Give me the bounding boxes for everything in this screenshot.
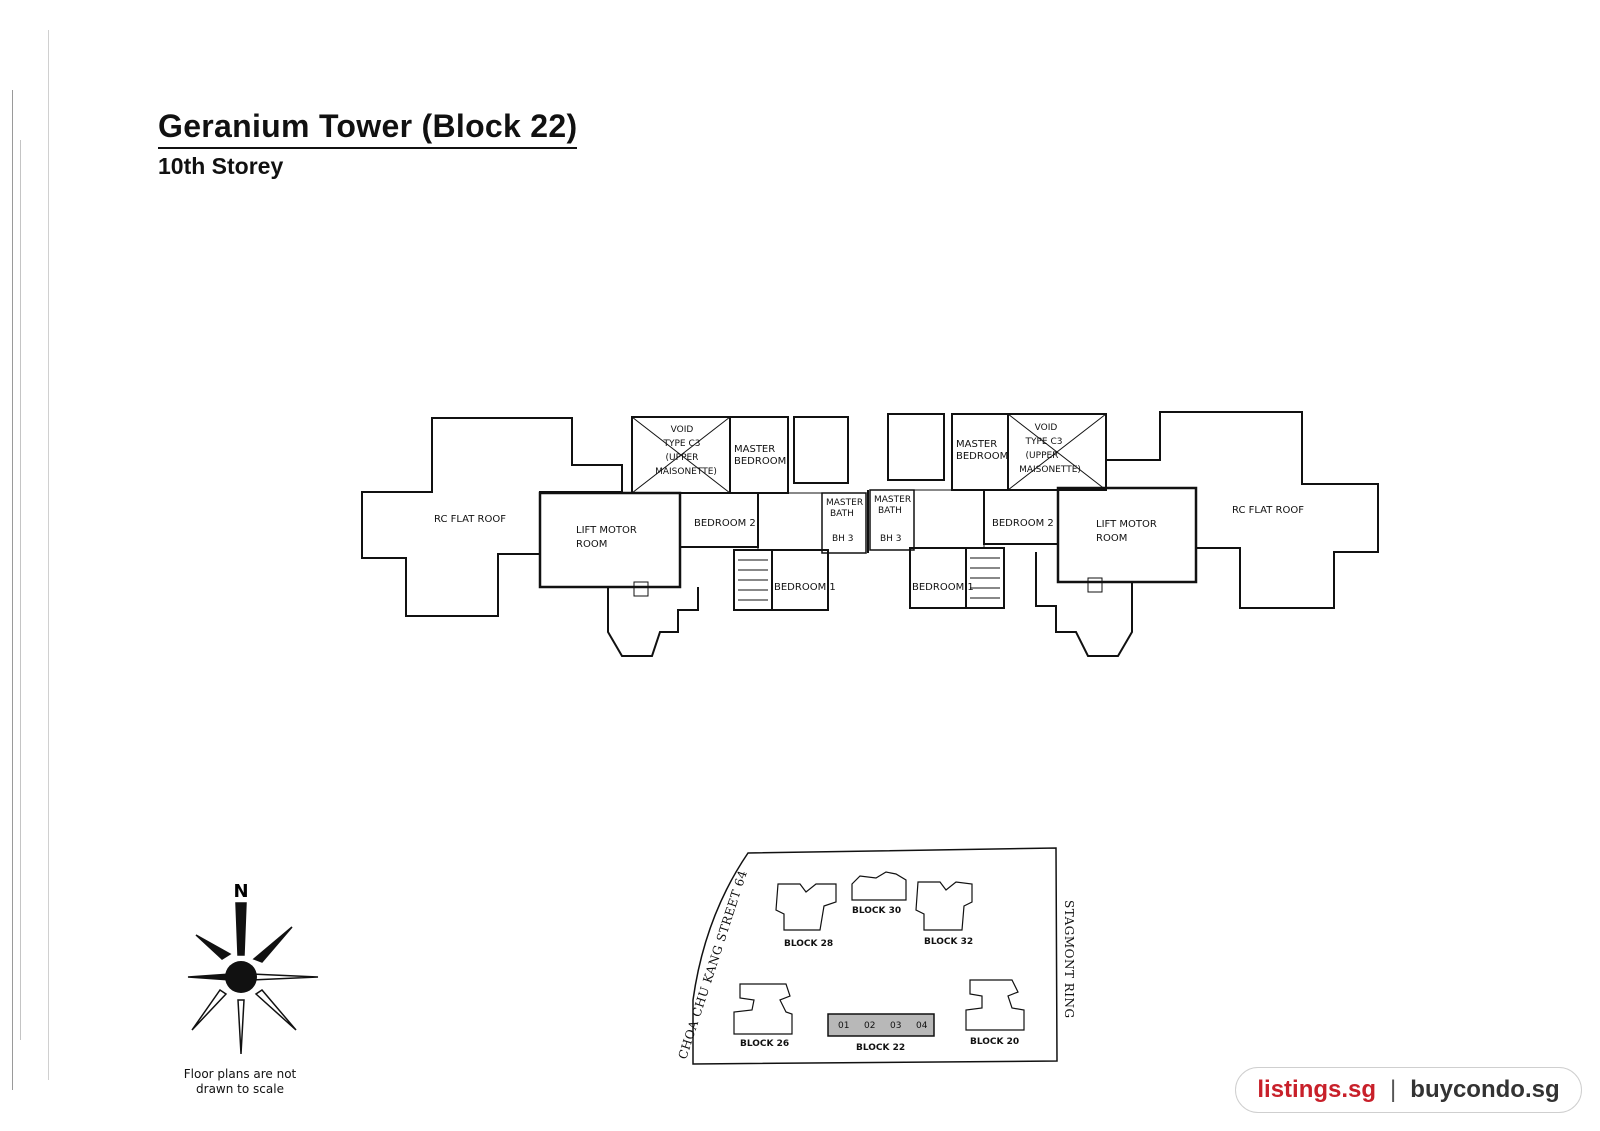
right-bedroom-2-label: BEDROOM 2 — [992, 518, 1054, 529]
left-roof-outline — [361, 417, 623, 617]
unit-number: 03 — [890, 1021, 901, 1031]
left-bath-label: BH 3 — [832, 534, 854, 544]
right-void-label-1: VOID — [1035, 423, 1058, 433]
right-roof-label: RC FLAT ROOF — [1232, 505, 1304, 516]
right-master-bath-label-2: BATH — [878, 506, 902, 516]
floor-plan — [361, 411, 1379, 657]
right-void-label-2: TYPE C3 — [1025, 437, 1063, 447]
right-bedroom-2-outline — [983, 489, 1059, 545]
block-32-label: BLOCK 32 — [924, 937, 973, 947]
site-blocks — [733, 871, 1025, 1037]
block-20-shape — [965, 979, 1025, 1031]
left-lift-motor-label-2: ROOM — [576, 539, 607, 550]
compass-center-icon — [225, 961, 257, 993]
scale-note: Floor plans are not drawn to scale — [170, 1067, 310, 1097]
left-roof-label: RC FLAT ROOF — [434, 514, 506, 525]
page-subtitle: 10th Storey — [158, 153, 284, 179]
block-28-label: BLOCK 28 — [784, 939, 833, 949]
left-bedroom-2-label: BEDROOM 2 — [694, 518, 756, 529]
road-label-west: CHOA CHU KANG STREET 64 — [676, 868, 750, 1061]
left-master-bedroom-outline — [729, 416, 789, 494]
compass-north-label: N — [233, 881, 248, 902]
left-bedroom-1-outline — [771, 549, 829, 611]
scan-edge-line — [12, 90, 13, 1090]
watermark-badge[interactable]: listings.sg | buycondo.sg — [1235, 1067, 1582, 1113]
title-block: Geranium Tower (Block 22) 10th Storey — [158, 108, 578, 180]
block-28-shape — [775, 883, 837, 931]
left-master-bath-label-1: MASTER — [826, 498, 863, 508]
right-corridor-outline — [913, 489, 985, 549]
right-stair-treads — [970, 557, 1000, 599]
road-label-east: STAGMONT RING — [1062, 900, 1076, 1019]
left-stair-treads — [738, 559, 768, 601]
left-upper-block-outline — [793, 416, 849, 484]
block-20-label: BLOCK 20 — [970, 1037, 1019, 1047]
right-void-label-4: MAISONETTE) — [1019, 465, 1081, 475]
unit-number: 02 — [864, 1021, 875, 1031]
left-void-label-4: MAISONETTE) — [655, 467, 717, 477]
left-void-label-2: TYPE C3 — [663, 439, 701, 449]
left-bedroom-1-label: BEDROOM 1 — [774, 582, 836, 593]
left-unit — [361, 416, 867, 657]
left-void-label-1: VOID — [671, 425, 694, 435]
right-lift-motor-label-1: LIFT MOTOR — [1096, 519, 1157, 530]
left-master-bedroom-label-2: BEDROOM — [734, 456, 786, 467]
left-bay-window-outline — [607, 587, 699, 657]
right-unit — [869, 411, 1379, 657]
floor-plan-labels: RC FLAT ROOF LIFT MOTOR ROOM VOID TYPE C… — [434, 423, 1304, 593]
unit-number: 01 — [838, 1021, 849, 1031]
left-lift-motor-label-1: LIFT MOTOR — [576, 525, 637, 536]
compass-arrow-icon — [187, 902, 319, 1055]
left-master-bedroom-label-1: MASTER — [734, 444, 775, 455]
compass-rose: N — [187, 881, 319, 1055]
right-bedroom-1-outline — [909, 547, 967, 609]
page-title: Geranium Tower (Block 22) — [158, 108, 578, 149]
block-22-shape — [827, 1013, 935, 1037]
scale-note-line-1: Floor plans are not — [183, 1067, 297, 1081]
right-bath-label: BH 3 — [880, 534, 902, 544]
block-26-shape — [733, 983, 793, 1035]
block-22-label: BLOCK 22 — [856, 1043, 905, 1053]
left-void-cross — [631, 416, 731, 494]
scan-edge-line — [20, 140, 21, 1040]
watermark-left-link[interactable]: listings.sg — [1257, 1076, 1377, 1103]
right-bedroom-1-label: BEDROOM 1 — [912, 582, 974, 593]
unit-number: 04 — [916, 1021, 928, 1031]
site-plan: CHOA CHU KANG STREET 64 STAGMONT RING 01… — [676, 847, 1076, 1065]
block-26-label: BLOCK 26 — [740, 1039, 789, 1049]
block-30-label: BLOCK 30 — [852, 906, 901, 916]
right-void-cross — [1007, 413, 1107, 491]
left-corridor-outline — [757, 492, 823, 551]
right-bay-window-outline — [1035, 552, 1133, 657]
right-upper-block-outline — [887, 413, 945, 481]
right-lift-motor-label-2: ROOM — [1096, 533, 1127, 544]
site-boundary — [692, 847, 1058, 1065]
right-master-bedroom-label-1: MASTER — [956, 439, 997, 450]
block-32-shape — [915, 881, 973, 931]
left-void-label-3: (UPPER — [666, 453, 699, 463]
left-master-bath-label-2: BATH — [830, 509, 854, 519]
watermark-separator: | — [1390, 1076, 1397, 1103]
block-22-unit-numbers: 01 02 03 04 — [838, 1021, 928, 1031]
scale-note-line-2: drawn to scale — [196, 1082, 284, 1096]
block-30-shape — [851, 871, 907, 901]
watermark-right-link[interactable]: buycondo.sg — [1410, 1076, 1560, 1103]
left-lift-box — [633, 581, 649, 597]
scan-edge-line — [48, 30, 49, 1080]
right-master-bedroom-label-2: BEDROOM — [956, 451, 1008, 462]
right-master-bath-label-1: MASTER — [874, 495, 911, 505]
right-lift-box — [1087, 577, 1103, 593]
left-lift-motor-room-outline — [538, 491, 682, 589]
right-void-label-3: (UPPER — [1026, 451, 1059, 461]
